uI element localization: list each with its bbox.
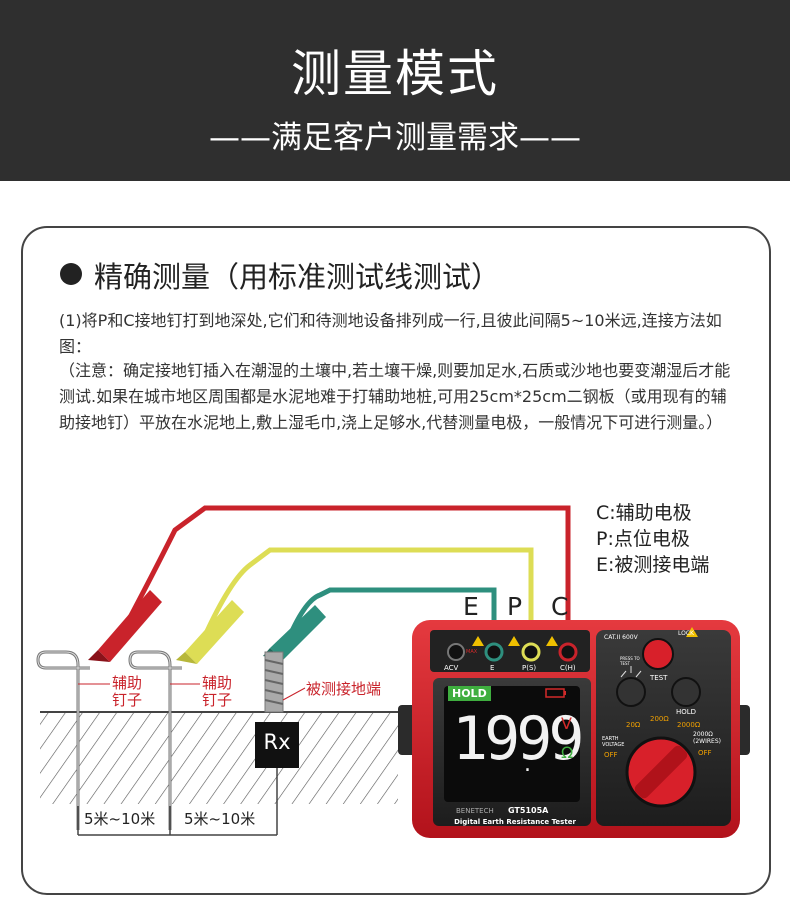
brand-label: BENETECH (456, 807, 494, 815)
terminal-letter-e: E (463, 592, 479, 621)
left-handle (398, 705, 416, 755)
terminal-letter-p: P (507, 592, 523, 621)
distance-markers (77, 806, 277, 836)
off-right-label: OFF (698, 749, 712, 757)
aux-nail-2 (128, 650, 182, 830)
section-heading: 精确测量（用标准测试线测试） (60, 254, 500, 296)
soil-hatching (40, 712, 398, 804)
lcd-unit-v: V (561, 714, 572, 733)
legend-e: E:被测接电端 (596, 554, 710, 576)
port-c-jack[interactable] (558, 642, 578, 662)
electrode-legend: C:辅助电极 P:点位电极 E:被测接电端 (596, 500, 709, 578)
test-button[interactable] (642, 638, 674, 670)
page-subtitle: ——满足客户测量需求—— (209, 120, 581, 156)
legend-p: P:点位电极 (596, 528, 690, 550)
port-p-label: P(S) (522, 664, 537, 672)
rx-label: Rx (263, 730, 291, 754)
dial-knob[interactable] (633, 744, 690, 801)
earth-voltage-label: EARTH VOLTAGE (602, 736, 625, 748)
leader-line-3 (282, 687, 306, 701)
lock-label: LOCK (678, 630, 694, 637)
port-c-label: C(H) (560, 664, 576, 672)
lcd-digits: 1999 (452, 704, 584, 774)
earth-resistance-meter (398, 620, 750, 838)
range-20-label: 20Ω (626, 721, 641, 729)
paragraph-method: (1)将P和C接地钉打到地深处,它们和待测地设备排列成一行,且彼此间隔5~10米… (59, 311, 722, 356)
port-p-jack[interactable] (521, 642, 541, 662)
page-title: 测量模式 (291, 45, 499, 103)
ground-spring (264, 651, 284, 713)
backlight-icon (620, 666, 642, 678)
range-2000-label: 2000Ω (677, 721, 701, 729)
legend-c: C:辅助电极 (596, 502, 692, 524)
aux-nail-label-1: 辅助钉子 (112, 674, 143, 709)
range-200-label: 200Ω (650, 715, 669, 723)
warning-icon (472, 636, 484, 646)
range-2000-2wires-label: 2000Ω (2WIRES) (693, 731, 721, 745)
port-acv-label: ACV (444, 664, 459, 672)
distance-label-2: 5米~10米 (184, 810, 256, 828)
lcd-value: 1999 (452, 704, 584, 774)
press-to-test-label: PRESS TO TEST (620, 656, 640, 666)
model-label: GT5105A (508, 806, 549, 815)
max-label: MAX (466, 649, 478, 655)
port-e-label: E (490, 664, 495, 672)
port-acv-jack[interactable] (447, 643, 465, 661)
distance-label-1: 5米~10米 (84, 810, 156, 828)
header-banner: 测量模式 ——满足客户测量需求—— (0, 0, 790, 181)
hold-button-label: HOLD (676, 708, 697, 716)
terminal-letter-c: C (551, 592, 569, 621)
grounded-end-label: 被测接地端 (306, 680, 382, 698)
lcd-unit-ohm: Ω (561, 743, 574, 762)
section-title: 精确测量（用标准测试线测试） (94, 260, 501, 294)
warning-icon-4 (686, 627, 698, 637)
warning-icon-3 (546, 636, 558, 646)
product-description: Digital Earth Resistance Tester (454, 818, 576, 826)
hold-button[interactable] (671, 677, 701, 707)
off-left-label: OFF (604, 751, 618, 759)
backlight-button[interactable] (616, 677, 646, 707)
lcd-decimal: . (524, 752, 531, 777)
red-probe-clip (88, 590, 162, 662)
cat-rating: CAT.II 600V (604, 634, 638, 641)
yellow-probe-clip (176, 600, 244, 664)
paragraph-note: （注意：确定接地钉插入在潮湿的土壤中,若土壤干燥,则要加足水,石质或沙地也要变潮… (59, 361, 731, 432)
rx-box (255, 722, 299, 768)
ground-section (40, 711, 398, 804)
aux-nail-1 (36, 650, 90, 830)
aux-nail-label-2: 辅助钉子 (202, 674, 233, 709)
lcd-hold-indicator: HOLD (448, 686, 491, 701)
lcd-screen (444, 686, 580, 802)
port-e-jack[interactable] (484, 642, 504, 662)
test-label: TEST (650, 674, 668, 682)
warning-icon-2 (508, 636, 520, 646)
yellow-wire (200, 547, 534, 650)
bullet-icon (60, 263, 82, 285)
